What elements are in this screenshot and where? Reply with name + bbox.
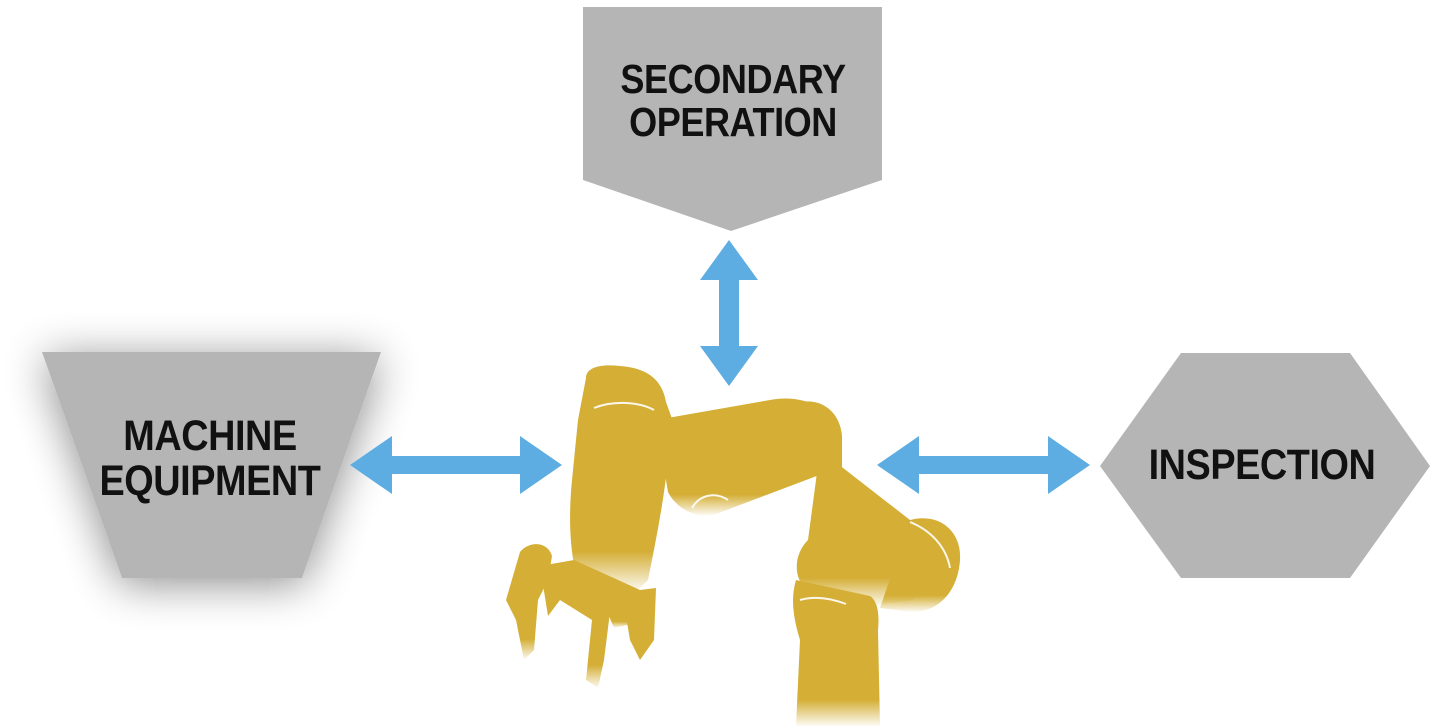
inspection-line1: INSPECTION [1148, 441, 1376, 489]
secondary-operation-box [583, 7, 882, 231]
machine-equipment-line1: MACHINE [123, 412, 297, 460]
secondary-operation-label: SECONDARY OPERATION [601, 56, 865, 146]
inspection-box [1100, 353, 1430, 578]
left-double-arrow-icon [350, 436, 562, 494]
inspection-label: INSPECTION [1130, 441, 1394, 489]
secondary-operation-line2: OPERATION [629, 99, 837, 146]
right-double-arrow-icon [877, 436, 1090, 494]
robot-joint-lines [593, 402, 951, 605]
secondary-operation-line1: SECONDARY [620, 56, 846, 102]
machine-equipment-label: MACHINE EQUIPMENT [78, 412, 342, 506]
machine-equipment-line2: EQUIPMENT [99, 457, 321, 506]
robot-arm-icon [506, 365, 961, 726]
vertical-double-arrow-icon [700, 240, 758, 386]
machine-equipment-box [42, 352, 381, 578]
